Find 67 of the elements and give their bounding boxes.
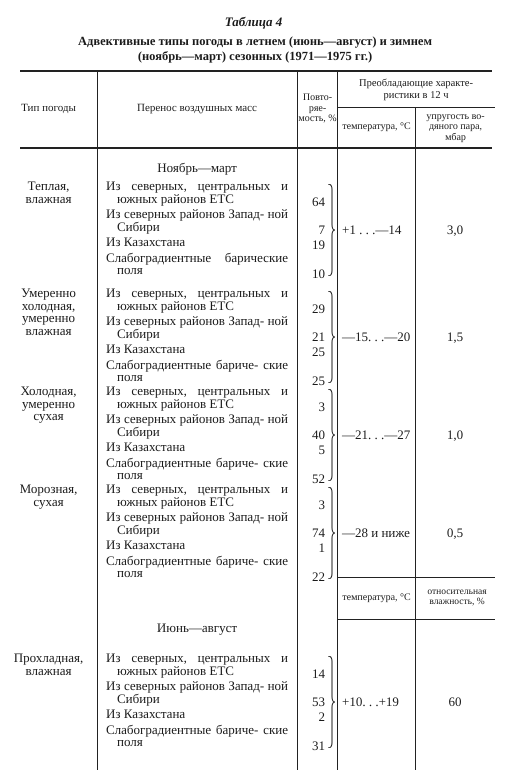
air-mass-source: Из северных районов Запад- ной Сибири: [105, 680, 289, 708]
frequency-value: 10: [312, 268, 325, 280]
frequency-value: 25: [312, 374, 325, 387]
air-mass-source: Из северных районов Запад- ной Сибири: [105, 413, 289, 441]
air-mass-source: Из Казахстана: [105, 236, 186, 252]
table-number: Таблица 4: [224, 14, 284, 30]
frequency-value: 40: [312, 428, 325, 442]
temperature-range: +1 . . .—14: [341, 224, 402, 236]
frequency-value: 3: [318, 498, 325, 512]
humidity-value: 60: [448, 696, 462, 708]
frequency-value: 5: [318, 444, 325, 457]
temperature-range: +10. . .+19: [341, 696, 400, 708]
frequency-value: 2: [318, 711, 325, 724]
frequency-value: 74: [312, 526, 325, 540]
weather-type: Теплая, влажная: [24, 180, 72, 205]
temperature-range: —15. . .—20: [341, 330, 412, 344]
frequency-value: 31: [312, 740, 325, 752]
weather-type: Умеренно холодная, умеренно влажная: [20, 287, 77, 337]
air-mass-source: Из северных районов Запад- ной Сибири: [105, 208, 289, 236]
frequency-value: 22: [312, 570, 325, 583]
humidity-value: 1,5: [446, 330, 464, 344]
air-mass-source: Из северных, центральных и южных районов ЕТС: [105, 180, 289, 208]
air-mass-source: Из северных, центральных и южных районов ЕТС: [105, 652, 289, 680]
air-mass-source: Из Казахстана: [105, 539, 186, 554]
frequency-value: 29: [312, 302, 325, 316]
air-mass-source: Слабоградиентные барические поля: [105, 252, 289, 280]
table-title: Адвективные типы погоды в летнем (июнь—август) и зимнем (ноябрь—март) сезонных (1971—1975 гг.): [77, 34, 433, 64]
temperature-range: —21. . .—27: [341, 428, 412, 442]
column-header: температура, °С: [342, 122, 411, 133]
air-mass-source: Слабоградиентные бариче- ские поля: [105, 554, 289, 582]
air-mass-source: Из северных районов Запад- ной Сибири: [105, 315, 289, 343]
column-header: Перенос воздушных масс: [137, 103, 257, 115]
frequency-value: 14: [312, 668, 325, 680]
frequency-value: 19: [312, 239, 325, 252]
season-heading: Ноябрь—март: [156, 160, 238, 176]
column-header: относительная влажность, %: [426, 588, 488, 608]
air-mass-source: Из северных, центральных и южных районов ЕТС: [105, 287, 289, 315]
air-mass-source: Из Казахстана: [105, 343, 186, 358]
column-header: Тип погоды: [21, 103, 76, 115]
weather-type: Холодная, умеренно сухая: [19, 385, 78, 422]
air-mass-source: Из Казахстана: [105, 708, 186, 724]
air-mass-source: Слабоградиентные бариче- ские поля: [105, 724, 289, 752]
frequency-value: 1: [318, 542, 325, 555]
column-header: Преобладающие характе- ристики в 12 ч: [358, 78, 474, 101]
air-mass-source: Из северных районов Запад- ной Сибири: [105, 511, 289, 539]
weather-type: Прохладная, влажная: [12, 652, 84, 677]
frequency-value: 7: [318, 224, 325, 236]
frequency-value: 64: [312, 196, 325, 208]
weather-type: Морозная, сухая: [18, 483, 78, 508]
column-header: температура, °С: [342, 592, 411, 604]
column-header: упругость во- дяного пара, мбар: [425, 112, 486, 144]
humidity-value: 0,5: [446, 526, 464, 540]
temperature-range: —28 и ниже: [341, 526, 411, 540]
frequency-value: 53: [312, 696, 325, 708]
column-header: Повто- ряе- мость, %: [298, 93, 337, 125]
frequency-value: 52: [312, 472, 325, 485]
humidity-value: 1,0: [446, 428, 464, 442]
air-mass-source: Из северных, центральных и южных районов ЕТС: [105, 385, 289, 413]
frequency-value: 3: [318, 400, 325, 414]
air-mass-source: Слабоградиентные бариче- ские поля: [105, 358, 289, 386]
season-heading: Июнь—август: [156, 620, 238, 636]
frequency-value: 25: [312, 346, 325, 359]
air-mass-source: Из северных, центральных и южных районов ЕТС: [105, 483, 289, 511]
humidity-value: 3,0: [446, 224, 464, 236]
frequency-value: 21: [312, 330, 325, 344]
air-mass-source: Слабоградиентные бариче- ские поля: [105, 456, 289, 484]
air-mass-source: Из Казахстана: [105, 441, 186, 456]
